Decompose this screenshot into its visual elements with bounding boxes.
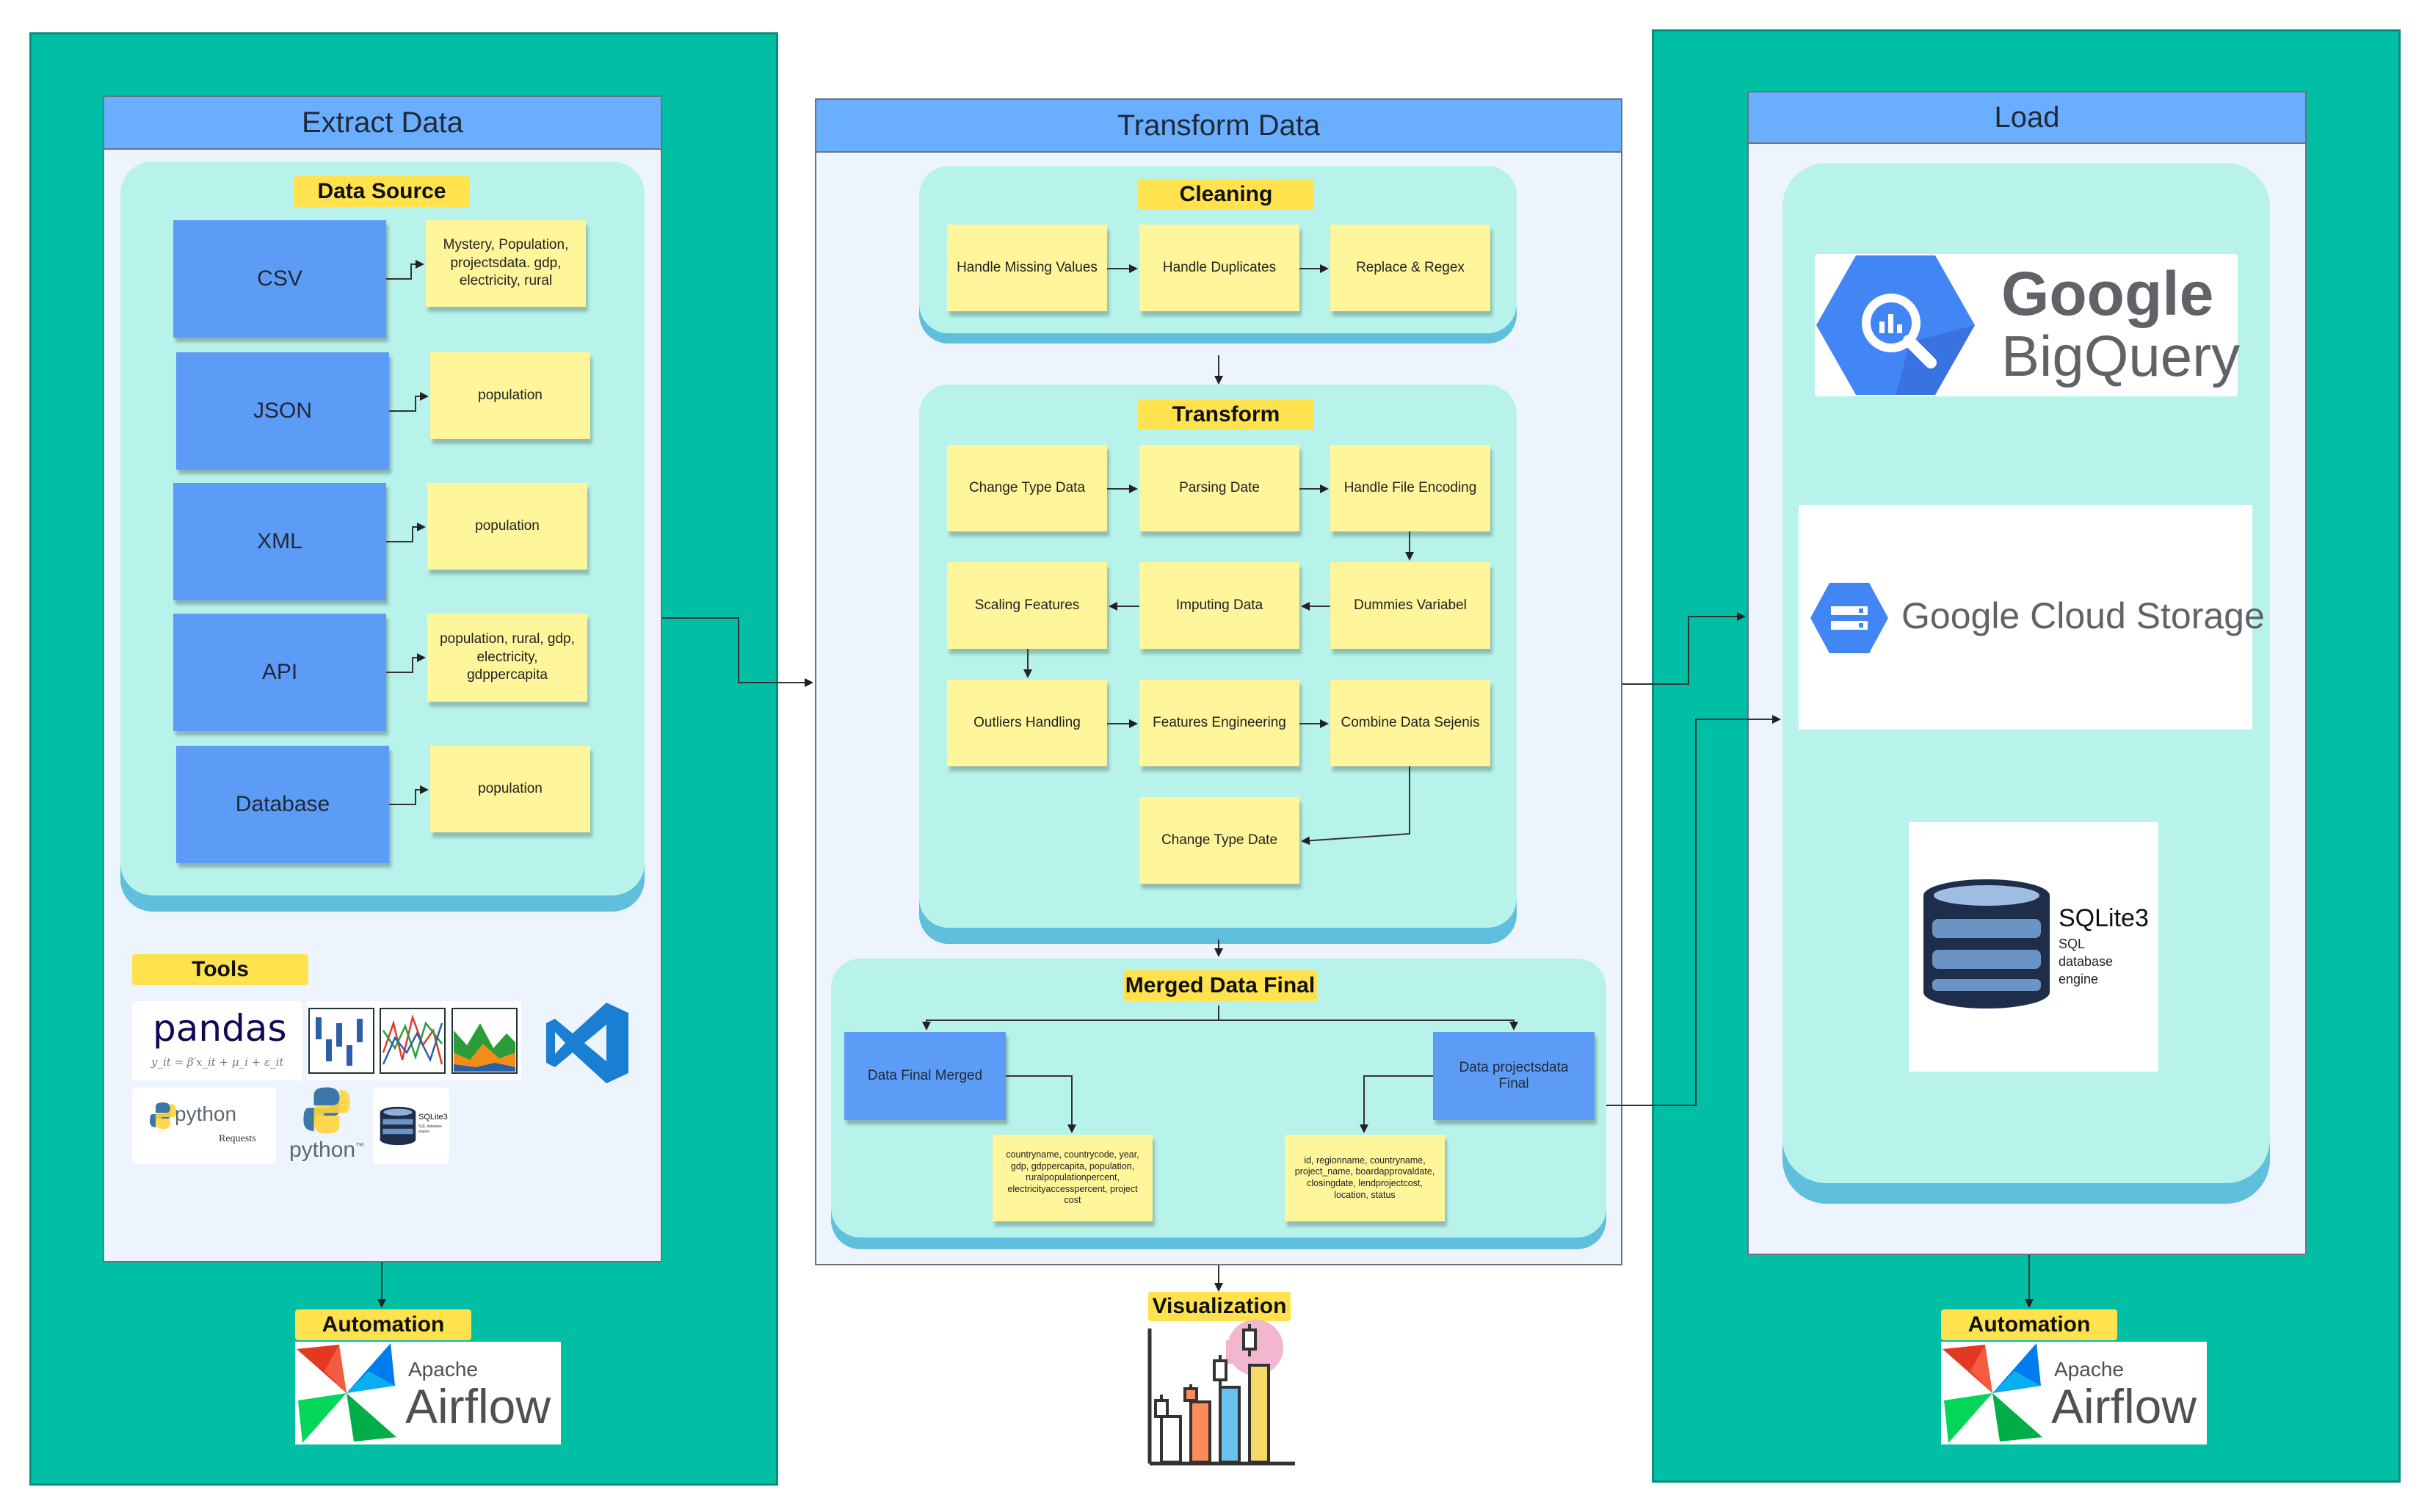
data-source-tag: Data Source: [294, 176, 470, 207]
cleaning-tag: Cleaning: [1138, 179, 1314, 210]
python-icon: [303, 1087, 350, 1134]
gcs-logo: Google Cloud Storage: [1799, 505, 2265, 730]
python-small-icon: [150, 1102, 176, 1129]
vscode-icon: [543, 1000, 631, 1086]
transform-tag: Transform: [1138, 399, 1314, 430]
airflow-pinwheel-icon: [297, 1343, 396, 1443]
source-csv-note: Mystery, Population, projectsdata. gdp, …: [426, 220, 586, 307]
source-database[interactable]: Database: [176, 746, 389, 863]
extract-airflow-logo: Apache Airflow: [295, 1342, 561, 1444]
bigquery-icon: [1816, 255, 1975, 395]
pandas-logo: pandas y_it = β′x_it + μ_i + ε_it: [132, 1001, 302, 1080]
cleaning-handle-missing[interactable]: Handle Missing Values: [947, 225, 1107, 311]
merged-tag: Merged Data Final: [1123, 970, 1317, 1001]
step-scaling-features[interactable]: Scaling Features: [947, 562, 1107, 649]
data-final-merged[interactable]: Data Final Merged: [844, 1032, 1006, 1120]
sqlite-logo: SQLite3 SQL database engine: [1909, 822, 2158, 1072]
python-logo: python ™: [285, 1085, 373, 1166]
source-xml-note: population: [427, 483, 587, 570]
source-database-note: population: [430, 746, 590, 832]
load-lane-title: Load: [1749, 92, 2305, 144]
extract-lane-title: Extract Data: [104, 97, 661, 150]
step-dummies-variabel[interactable]: Dummies Variabel: [1330, 562, 1490, 649]
step-change-type-date[interactable]: Change Type Date: [1139, 797, 1299, 884]
cloud-storage-icon: [1810, 583, 1888, 653]
data-projectsdata-final[interactable]: Data projectsdata Final: [1433, 1032, 1595, 1120]
database-small-icon: [380, 1106, 416, 1146]
final-projects-columns: id, regionname, countryname, project_nam…: [1285, 1135, 1445, 1221]
source-json[interactable]: JSON: [176, 352, 389, 470]
extract-automation-tag: Automation: [295, 1309, 471, 1340]
step-change-type-data[interactable]: Change Type Data: [947, 445, 1107, 531]
visualization-icon: [1145, 1314, 1299, 1468]
load-automation-tag: Automation: [1941, 1309, 2117, 1340]
step-features-engineering[interactable]: Features Engineering: [1139, 680, 1299, 766]
source-csv[interactable]: CSV: [173, 220, 386, 338]
source-api-note: population, rural, gdp, electricity, gdp…: [427, 614, 587, 702]
airflow-pinwheel-icon: [1943, 1343, 2042, 1443]
sqlite-small-logo: SQLite3 SQL database engine: [373, 1088, 449, 1164]
bigquery-logo: Google BigQuery: [1815, 254, 2240, 396]
cleaning-handle-duplicates[interactable]: Handle Duplicates: [1139, 225, 1299, 311]
python-requests-logo: python Requests: [132, 1088, 276, 1164]
cleaning-replace-regex[interactable]: Replace & Regex: [1330, 225, 1490, 311]
step-combine-data[interactable]: Combine Data Sejenis: [1330, 680, 1490, 766]
load-airflow-logo: Apache Airflow: [1941, 1342, 2207, 1444]
transform-lane-title: Transform Data: [816, 100, 1621, 153]
step-handle-file-encoding[interactable]: Handle File Encoding: [1330, 445, 1490, 531]
step-imputing-data[interactable]: Imputing Data: [1139, 562, 1299, 649]
chart-tool-icons: [307, 1001, 521, 1080]
source-json-note: population: [430, 352, 590, 439]
source-api[interactable]: API: [173, 614, 386, 731]
source-xml[interactable]: XML: [173, 483, 386, 600]
final-merged-columns: countryname, countrycode, year, gdp, gdp…: [993, 1135, 1153, 1221]
tools-tag: Tools: [132, 954, 308, 985]
step-outliers-handling[interactable]: Outliers Handling: [947, 680, 1107, 766]
step-parsing-date[interactable]: Parsing Date: [1139, 445, 1299, 531]
statsmodels-icon: [308, 1008, 518, 1074]
visualization-tag: Visualization: [1148, 1292, 1291, 1321]
database-icon: [1923, 879, 2050, 1008]
